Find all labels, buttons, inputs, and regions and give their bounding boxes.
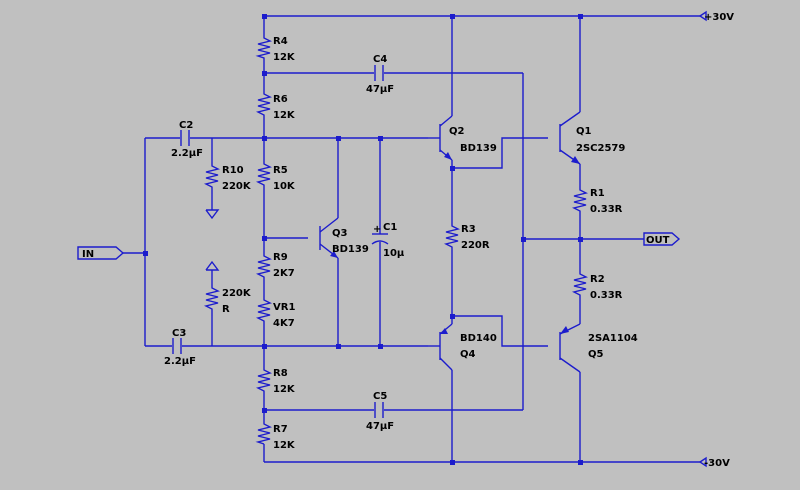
transistor-q1: Q1 2SC2579 <box>559 124 625 164</box>
input-label: IN <box>82 249 94 260</box>
transistor-q5: 2SA1104 Q5 <box>559 326 638 360</box>
r4-ref: R4 <box>273 36 288 47</box>
r4-value: 12K <box>273 52 296 63</box>
r8-value: 12K <box>273 384 296 395</box>
c1-ref: C1 <box>383 222 397 233</box>
capacitor-c1: + C1 10µ <box>371 222 405 259</box>
r2-value: 0.33R <box>590 290 623 301</box>
c5-value: 47µF <box>366 421 394 432</box>
r9-ref: R9 <box>273 252 288 263</box>
r7-value: 12K <box>273 440 296 451</box>
r3-value: 220R <box>461 240 490 251</box>
output-port: OUT <box>643 232 681 246</box>
resistor-r1: R1 0.33R <box>571 186 623 216</box>
r2-ref: R2 <box>590 274 605 285</box>
wires <box>123 15 700 463</box>
negative-rail-label: -30V <box>704 458 730 469</box>
negative-rail: -30V <box>698 456 730 469</box>
r7-ref: R7 <box>273 424 288 435</box>
ground-icon-lower <box>205 260 220 271</box>
positive-rail-label: +30V <box>704 12 734 23</box>
q4-value: BD140 <box>460 333 497 344</box>
c2-ref: C2 <box>179 120 193 131</box>
capacitor-c5: C5 47µF <box>366 391 394 432</box>
resistor-r10: R10 220K <box>203 162 252 194</box>
q1-ref: Q1 <box>576 126 592 137</box>
q4-ref: Q4 <box>460 349 476 360</box>
q3-ref: Q3 <box>332 228 348 239</box>
q3-value: BD139 <box>332 244 369 255</box>
vr1-ref: VR1 <box>273 302 295 313</box>
c2-value: 2.2µF <box>171 148 203 159</box>
capacitor-c4: C4 47µF <box>366 54 394 95</box>
r1-value: 0.33R <box>590 204 623 215</box>
c1-value: 10µ <box>383 248 405 259</box>
r9-value: 2K7 <box>273 268 295 279</box>
r1-ref: R1 <box>590 188 605 199</box>
resistor-r8: R8 12K <box>255 366 296 398</box>
r8-ref: R8 <box>273 368 288 379</box>
q5-ref: Q5 <box>588 349 604 360</box>
resistor-r2: R2 0.33R <box>571 270 623 301</box>
capacitor-c3: C3 2.2µF <box>164 328 196 367</box>
c1-polarity: + <box>373 224 381 235</box>
capacitor-c2: C2 2.2µF <box>171 120 203 159</box>
resistor-r7: R7 12K <box>255 422 296 451</box>
q2-ref: Q2 <box>449 126 465 137</box>
input-port: IN <box>77 246 125 260</box>
r6-value: 12K <box>273 110 296 121</box>
q1-value: 2SC2579 <box>576 143 625 154</box>
junction-dots <box>143 14 583 465</box>
transistor-q2: Q2 BD139 <box>428 124 497 160</box>
vr1-value: 4K7 <box>273 318 295 329</box>
r3-ref: R3 <box>461 224 476 235</box>
r10-ref: R10 <box>222 165 244 176</box>
r5-value: 10K <box>273 181 296 192</box>
resistor-vr1: VR1 4K7 <box>255 296 295 330</box>
r-lower-ref: R <box>222 304 230 315</box>
resistor-r6: R6 12K <box>255 92 296 121</box>
r10-value: 220K <box>222 181 252 192</box>
c5-ref: C5 <box>373 391 387 402</box>
transistor-q3: Q3 BD139 <box>319 226 369 258</box>
r5-ref: R5 <box>273 165 288 176</box>
positive-rail: +30V <box>698 10 734 23</box>
q5-value: 2SA1104 <box>588 333 638 344</box>
resistor-r5: R5 10K <box>255 160 296 194</box>
resistor-r3: R3 220R <box>443 222 490 254</box>
c3-ref: C3 <box>172 328 186 339</box>
c4-value: 47µF <box>366 84 394 95</box>
resistor-r9: R9 2K7 <box>255 252 295 284</box>
ground-icon <box>205 209 220 220</box>
r6-ref: R6 <box>273 94 288 105</box>
resistor-r4: R4 12K <box>255 36 296 63</box>
c3-value: 2.2µF <box>164 356 196 367</box>
resistor-r-lower: 220K R <box>203 284 252 316</box>
transistor-q4: BD140 Q4 <box>428 328 497 360</box>
r-lower-value: 220K <box>222 288 252 299</box>
c4-ref: C4 <box>373 54 387 65</box>
output-label: OUT <box>646 235 670 246</box>
q2-value: BD139 <box>460 143 497 154</box>
